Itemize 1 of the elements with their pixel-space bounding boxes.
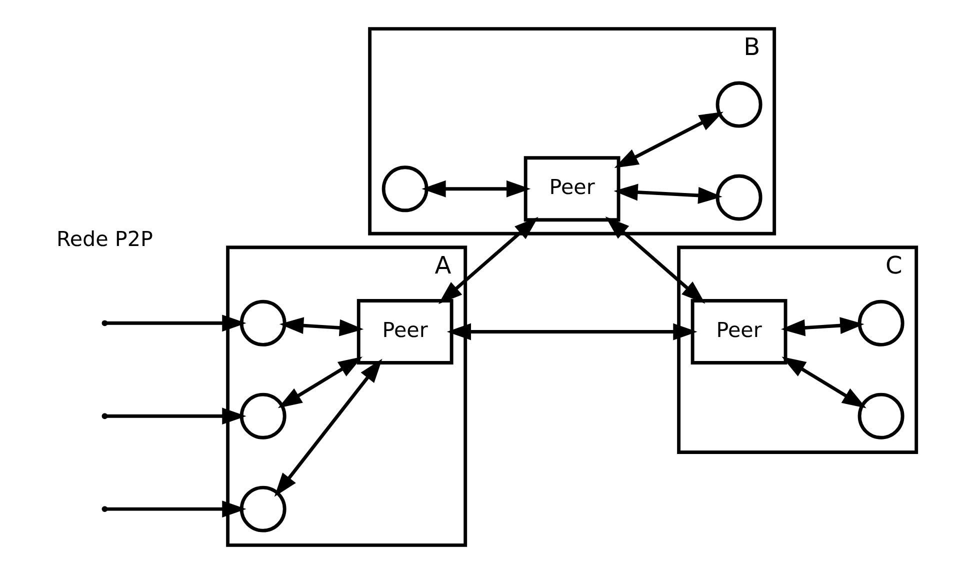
label: Rede P2P	[56, 226, 152, 251]
